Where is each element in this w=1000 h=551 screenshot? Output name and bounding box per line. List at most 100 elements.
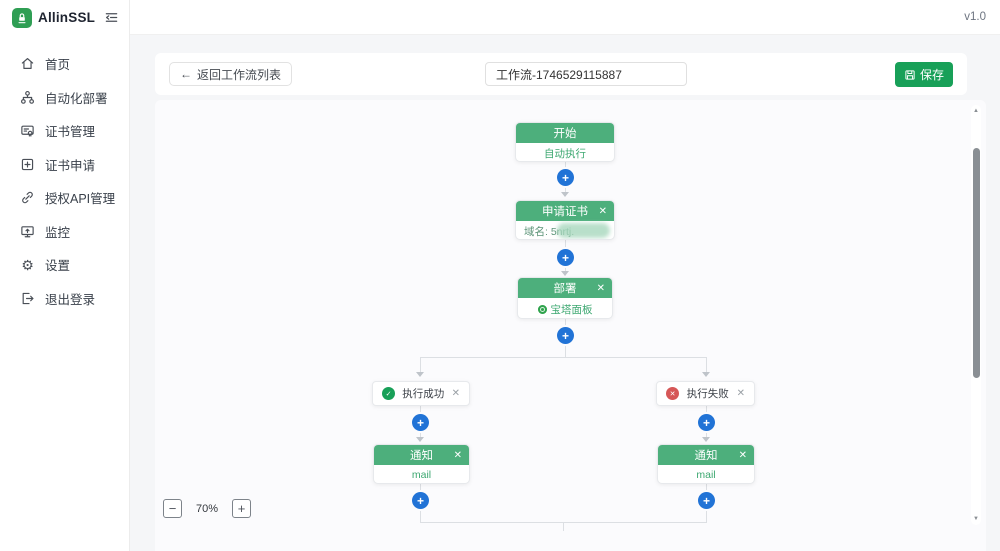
- add-node-button[interactable]: +: [698, 414, 715, 431]
- sidebar-item-cert-manage[interactable]: 证书管理: [0, 114, 129, 148]
- node-title: 部署: [553, 283, 577, 295]
- close-icon[interactable]: ✕: [596, 282, 605, 294]
- connector-line: [565, 343, 566, 358]
- sidebar-item-label: 证书管理: [45, 125, 96, 140]
- sidebar-item-label: 退出登录: [45, 292, 96, 307]
- monitor-icon: [20, 224, 35, 239]
- arrowhead-icon: [561, 271, 569, 276]
- arrowhead-icon: [416, 372, 424, 377]
- node-exec-success[interactable]: ✓ 执行成功 ✕: [372, 381, 470, 406]
- connector-line: [565, 162, 566, 169]
- connector-line: [565, 185, 566, 195]
- sidebar-item-label: 证书申请: [45, 158, 96, 173]
- sidebar-item-logout[interactable]: 退出登录: [0, 282, 129, 316]
- node-start-header: 开始: [516, 123, 614, 143]
- save-icon: [905, 69, 915, 80]
- close-icon[interactable]: ✕: [736, 388, 745, 399]
- close-icon[interactable]: ✕: [453, 449, 462, 461]
- node-notify-body: mail: [658, 465, 754, 483]
- node-notify-right[interactable]: 通知 ✕ mail: [657, 444, 755, 484]
- sidebar-item-monitor[interactable]: 监控: [0, 215, 129, 249]
- sidebar-item-settings[interactable]: ⚙ 设置: [0, 248, 129, 282]
- node-exec-failure[interactable]: ✕ 执行失败 ✕: [656, 381, 755, 406]
- zoom-controls: − 70% +: [163, 499, 252, 518]
- branch-label: 执行失败: [686, 388, 729, 400]
- zoom-level-label: 70%: [196, 502, 219, 515]
- node-notify-body: mail: [374, 465, 469, 483]
- workflow-name-input[interactable]: [485, 62, 687, 86]
- sidebar-item-label: 自动化部署: [45, 91, 108, 106]
- branch-label: 执行成功: [402, 388, 445, 400]
- zoom-out-button[interactable]: −: [163, 499, 182, 518]
- add-node-button[interactable]: +: [412, 414, 429, 431]
- arrowhead-icon: [416, 437, 424, 442]
- logout-icon: [20, 291, 35, 306]
- node-notify-header: 通知 ✕: [374, 445, 469, 465]
- close-icon[interactable]: ✕: [738, 449, 747, 461]
- arrowhead-icon: [702, 437, 710, 442]
- arrowhead-icon: [702, 372, 710, 377]
- connector-line: [420, 430, 421, 440]
- sidebar-item-auto-deploy[interactable]: 自动化部署: [0, 81, 129, 115]
- sidebar-item-label: 设置: [45, 259, 71, 274]
- sitemap-icon: [20, 90, 35, 105]
- workflow-toolbar: ← 返回工作流列表 保存: [155, 53, 967, 95]
- add-node-button[interactable]: +: [557, 249, 574, 266]
- menu-fold-icon[interactable]: [104, 10, 119, 25]
- failure-cross-icon: ✕: [666, 387, 679, 400]
- plus-icon: +: [561, 250, 569, 265]
- node-apply-cert-header: 申请证书 ✕: [516, 201, 614, 221]
- node-title: 通知: [410, 450, 433, 462]
- allinssl-logo-icon: [12, 7, 32, 28]
- node-notify-left[interactable]: 通知 ✕ mail: [373, 444, 470, 484]
- scroll-down-icon[interactable]: ▼: [973, 516, 979, 522]
- back-arrow-icon: ←: [180, 67, 192, 81]
- plus-icon: +: [416, 493, 424, 508]
- node-deploy[interactable]: 部署 ✕ 宝塔面板: [517, 277, 613, 319]
- back-to-workflow-list-button[interactable]: ← 返回工作流列表: [169, 62, 293, 86]
- connector-line: [565, 265, 566, 274]
- add-node-button[interactable]: +: [557, 327, 574, 344]
- close-icon[interactable]: ✕: [598, 205, 607, 217]
- connector-line: [706, 430, 707, 440]
- node-body-label: mail: [411, 469, 432, 481]
- home-icon: [20, 56, 35, 71]
- close-icon[interactable]: ✕: [451, 388, 460, 399]
- connector-line: [706, 357, 707, 374]
- save-button[interactable]: 保存: [894, 62, 953, 87]
- connector-line: [565, 319, 566, 327]
- node-body-label: 宝塔面板: [550, 303, 593, 316]
- connector-line: [706, 406, 707, 414]
- node-body-label: 自动执行: [544, 147, 586, 160]
- add-node-button[interactable]: +: [412, 492, 429, 509]
- add-node-button[interactable]: +: [557, 169, 574, 186]
- scrollbar-thumb[interactable]: [972, 148, 980, 378]
- redacted-domain-blur: [557, 223, 610, 238]
- node-apply-cert[interactable]: 申请证书 ✕ 域名: 5nrtj.: [515, 200, 615, 240]
- back-button-label: 返回工作流列表: [197, 67, 282, 82]
- node-notify-header: 通知 ✕: [658, 445, 754, 465]
- sidebar-item-cert-apply[interactable]: 证书申请: [0, 148, 129, 182]
- top-header: v1.0: [130, 0, 1000, 35]
- certificate-icon: [20, 123, 35, 138]
- node-deploy-header: 部署 ✕: [518, 278, 612, 298]
- branch-split-line: [420, 357, 707, 358]
- node-start-body: 自动执行: [516, 143, 614, 161]
- plus-icon: +: [237, 501, 246, 516]
- scroll-up-icon[interactable]: ▲: [973, 108, 979, 114]
- sidebar-header: AllinSSL: [0, 0, 129, 35]
- node-deploy-body: 宝塔面板: [518, 298, 612, 318]
- node-title: 通知: [694, 450, 718, 462]
- workflow-canvas[interactable]: 开始 自动执行 + 申请证书 ✕ 域名: 5nrtj. +: [155, 100, 986, 551]
- sidebar-item-api-auth[interactable]: 授权API管理: [0, 181, 129, 215]
- sidebar-item-home[interactable]: 首页: [0, 47, 129, 81]
- plus-icon: +: [561, 328, 569, 343]
- zoom-in-button[interactable]: +: [232, 499, 252, 518]
- node-start[interactable]: 开始 自动执行: [515, 122, 615, 162]
- plus-icon: +: [702, 493, 710, 508]
- sidebar-menu: 首页 自动化部署 证书管理 证书申请: [0, 35, 129, 315]
- vertical-scrollbar[interactable]: ▲ ▼: [971, 105, 981, 525]
- add-node-button[interactable]: +: [698, 492, 715, 509]
- plus-icon: +: [561, 170, 569, 185]
